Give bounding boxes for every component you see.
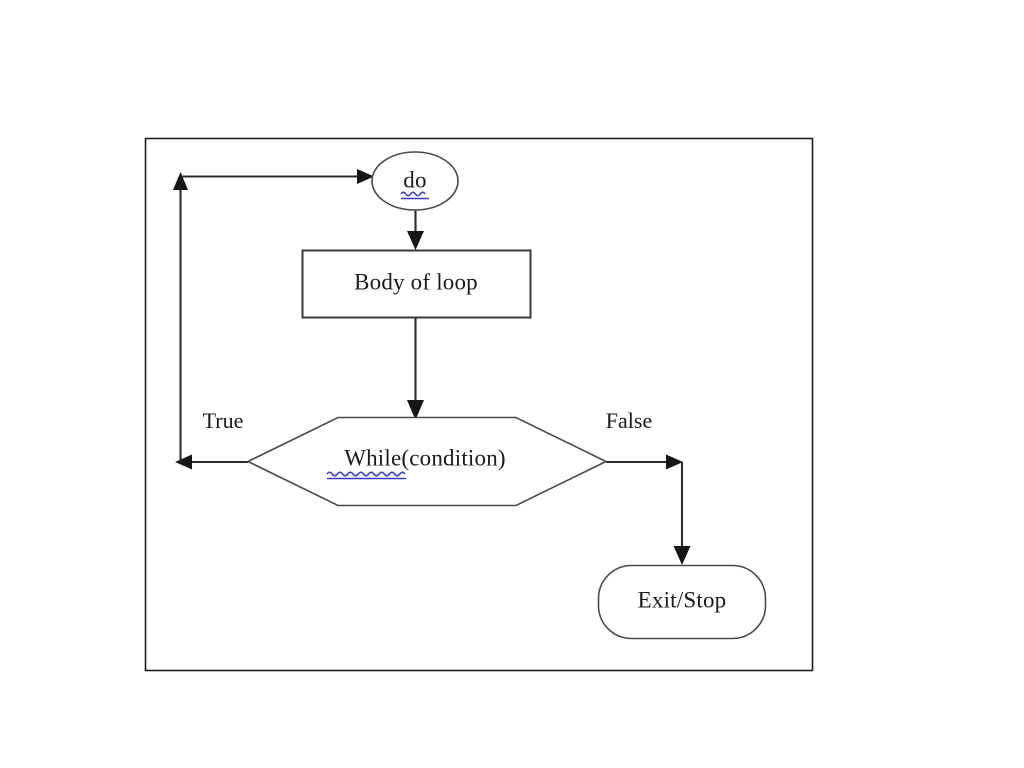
arrowhead-true-up <box>173 172 188 190</box>
body-of-loop-label: Body of loop <box>354 269 478 294</box>
arrowhead-true-right <box>357 169 374 184</box>
node-exit-stop[interactable]: Exit/Stop <box>597 564 767 640</box>
node-while-condition[interactable]: While(condition) <box>246 416 608 507</box>
node-body-of-loop[interactable]: Body of loop <box>301 249 532 319</box>
edge-while-true-to-do <box>173 169 374 470</box>
edge-do-to-body <box>407 210 424 250</box>
while-condition-label: While(condition) <box>344 445 506 470</box>
do-label: do <box>403 167 426 192</box>
arrowhead-true-left <box>175 454 192 470</box>
exit-stop-label: Exit/Stop <box>638 587 727 612</box>
arrowhead-false-right <box>666 454 683 470</box>
edge-body-to-while <box>407 317 424 420</box>
edge-label-true: True <box>203 408 244 433</box>
while-spellcheck-underline <box>326 471 406 477</box>
edge-label-false: False <box>606 408 652 433</box>
do-spellcheck-underline <box>400 191 426 197</box>
arrowhead-do-body <box>407 231 424 250</box>
body-of-loop-shape[interactable] <box>301 249 532 319</box>
node-do[interactable]: do <box>371 151 459 211</box>
exit-stop-shape[interactable] <box>597 564 767 640</box>
edge-while-false-to-exit <box>606 454 691 565</box>
do-ellipse-shape[interactable] <box>371 151 459 211</box>
outer-frame <box>144 137 814 672</box>
while-condition-shape[interactable] <box>246 416 608 507</box>
arrowhead-body-while <box>407 400 424 420</box>
arrowhead-false-down <box>673 546 691 565</box>
